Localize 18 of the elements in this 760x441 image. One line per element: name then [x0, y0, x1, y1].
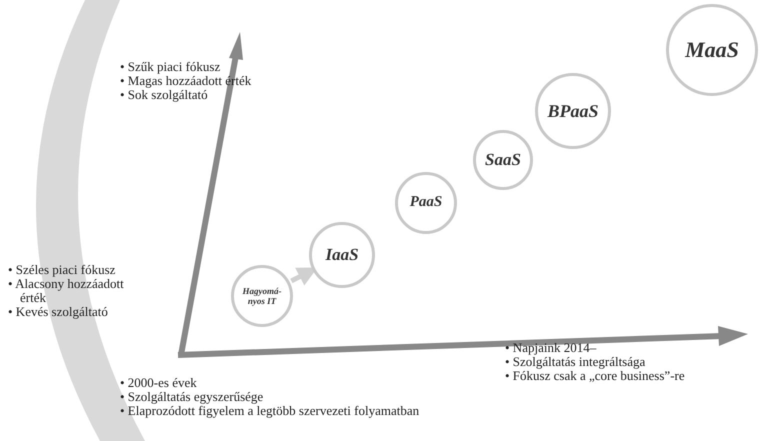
bullet-item: • Széles piaci fókusz [8, 263, 116, 277]
node-label: IaaS [325, 245, 359, 265]
node-label: MaaS [685, 37, 739, 63]
node-label: BPaaS [547, 100, 598, 122]
node-label: SaaS [485, 150, 521, 170]
bullet-item: • Szűk piaci fókusz [120, 60, 222, 74]
bullet-item: • Magas hozzáadott érték [120, 74, 252, 88]
bullet-item: • Szolgáltatás integráltsága [505, 355, 646, 369]
bullet-item: • Napjaink 2014– [505, 341, 598, 355]
node-label: Hagyomá- nyos IT [242, 286, 282, 306]
node-label: PaaS [410, 194, 442, 212]
bullet-item: • 2000-es évek [120, 376, 198, 390]
bullet-item: • Elaprozódott figyelem a legtöbb szervezeti folyamatban [120, 404, 420, 418]
bullet-item: • Szolgáltatás egyszerűsége [120, 390, 264, 404]
bullet-item: • Fókusz csak a „core business”-re [505, 369, 685, 383]
bullet-item: • Alacsony hozzáadott érték [8, 277, 125, 305]
bullet-item: • Kevés szolgáltató [8, 305, 109, 319]
bullet-item: • Sok szolgáltató [120, 88, 209, 102]
